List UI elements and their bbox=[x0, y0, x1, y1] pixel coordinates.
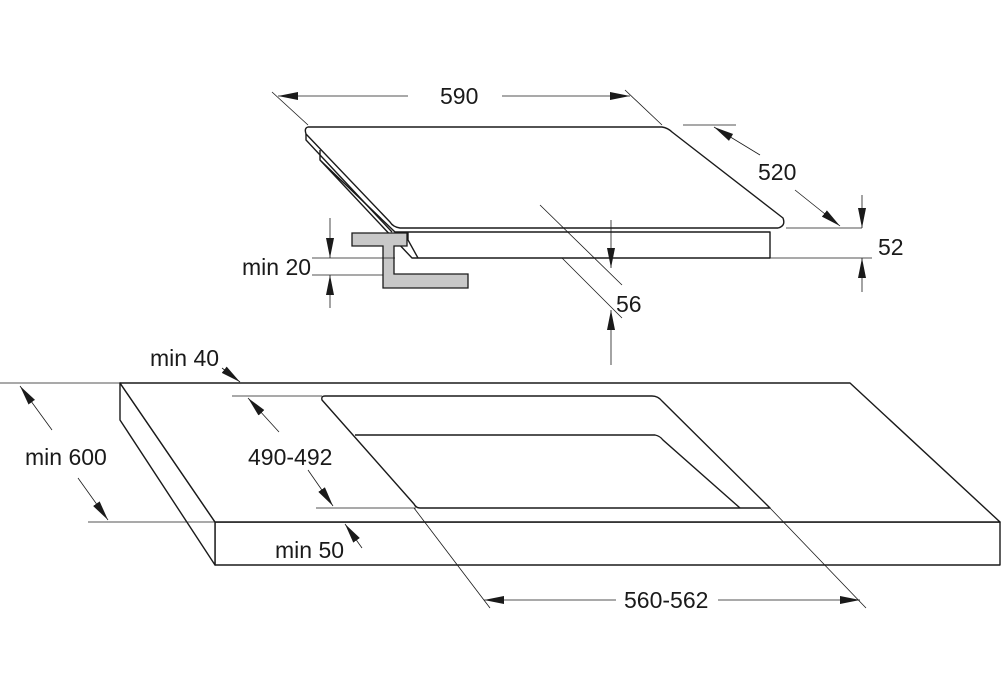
hob-depth-label: 520 bbox=[758, 159, 796, 185]
cutout-opening bbox=[321, 395, 771, 509]
worktop bbox=[119, 382, 1001, 566]
front-gap-label: min 50 bbox=[275, 537, 344, 563]
worktop-depth-label: min 600 bbox=[25, 444, 107, 470]
bracket-min-label: min 20 bbox=[242, 254, 311, 280]
dim-56: 56 bbox=[539, 204, 642, 365]
dim-52: 52 bbox=[770, 195, 904, 292]
dim-490-492: 490-492 bbox=[232, 395, 416, 509]
hob-height-label: 52 bbox=[878, 234, 904, 260]
dim-590: 590 bbox=[271, 83, 663, 126]
cutout-depth-label: 490-492 bbox=[248, 444, 332, 470]
hob-glass-top bbox=[304, 126, 785, 229]
back-gap-label: min 40 bbox=[150, 345, 219, 371]
cutout-width-label: 560-562 bbox=[624, 587, 708, 613]
cutout-inner-edge bbox=[355, 434, 741, 509]
dim-min-40: min 40 bbox=[150, 345, 241, 383]
dim-min-600: min 600 bbox=[0, 382, 215, 523]
clearance-label: 56 bbox=[616, 291, 642, 317]
hob-width-label: 590 bbox=[440, 83, 478, 109]
dim-560-562: 560-562 bbox=[413, 507, 867, 613]
dim-520: 520 bbox=[683, 124, 862, 229]
hob bbox=[304, 126, 785, 289]
dim-min-50: min 50 bbox=[275, 523, 363, 563]
dim-min-20: min 20 bbox=[242, 218, 395, 308]
mounting-bracket bbox=[351, 232, 469, 289]
